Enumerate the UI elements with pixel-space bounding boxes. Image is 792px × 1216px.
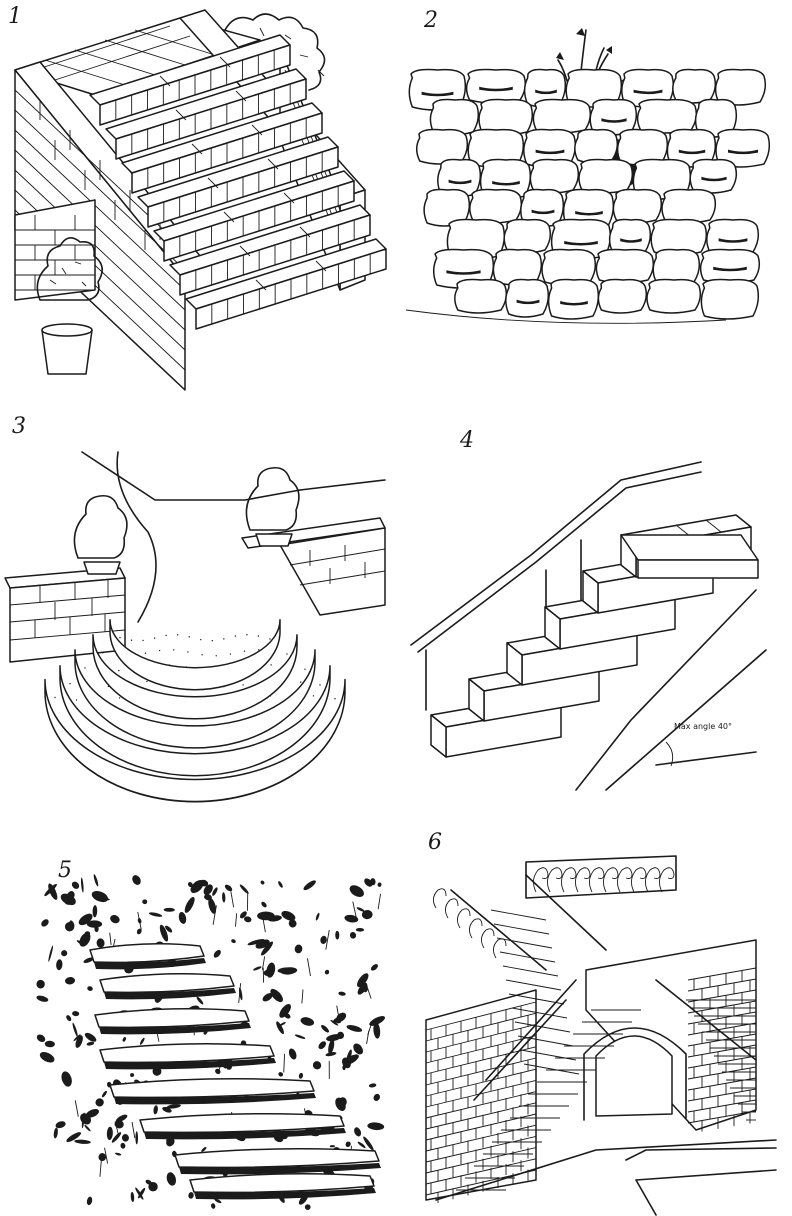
stair-nosing xyxy=(503,966,558,976)
log-steps-illustration xyxy=(36,874,385,1210)
wall-stone xyxy=(575,130,618,164)
wall-stone xyxy=(530,160,578,194)
stair-nosing xyxy=(500,952,555,962)
wall-stone xyxy=(479,100,532,136)
stair-nosing xyxy=(515,1022,570,1032)
wall-stone xyxy=(468,130,523,168)
wall-stone xyxy=(696,100,737,138)
log-step xyxy=(110,1079,314,1098)
wall-stone xyxy=(716,130,769,168)
curved-steps-illustration xyxy=(0,400,396,770)
curved-step xyxy=(75,650,315,748)
double-staircase-illustration xyxy=(396,820,792,1216)
log-step xyxy=(90,944,204,963)
wall-stone xyxy=(651,220,706,256)
railing-scroll xyxy=(589,868,604,892)
wall-stone xyxy=(653,250,699,286)
stair-nosing xyxy=(524,1064,579,1074)
railing-scroll xyxy=(659,868,674,892)
log-step xyxy=(100,974,234,993)
wall-stone xyxy=(470,190,522,224)
stair-nosing xyxy=(512,1008,567,1018)
panel-4-handrail-steps: 4 Max angle 40° xyxy=(396,400,792,800)
wall-stone xyxy=(504,220,550,254)
wall-stone xyxy=(417,130,468,165)
wall-stone xyxy=(434,250,494,289)
panel-5-label: 5 xyxy=(58,858,72,883)
wall-stone xyxy=(662,190,715,224)
wall-stone xyxy=(673,70,716,104)
railing-scroll xyxy=(561,868,576,892)
wall-stone xyxy=(667,130,715,168)
panel-2-stone-wall: 2 xyxy=(396,0,792,390)
wall-stone xyxy=(566,70,621,108)
log-step xyxy=(140,1114,344,1133)
wall-stone xyxy=(455,280,507,314)
wall-stone xyxy=(424,190,469,227)
wall-stone xyxy=(610,220,651,256)
curved-step xyxy=(45,680,345,802)
wall-stone xyxy=(638,100,697,134)
panel-4-label: 4 xyxy=(460,428,474,453)
wall-stone xyxy=(525,70,566,108)
panel-3-curved-steps: 3 xyxy=(0,400,396,770)
railing-scroll xyxy=(547,868,562,892)
stone-wall-illustration xyxy=(396,28,792,390)
panel-2-label: 2 xyxy=(424,8,438,33)
wall-stone xyxy=(430,100,478,136)
max-angle-annotation: Max angle 40° xyxy=(674,722,732,731)
wall-stone xyxy=(613,190,661,224)
railing-scroll xyxy=(603,868,618,892)
wall-stone xyxy=(701,250,760,284)
panel-5-log-steps: 5 xyxy=(0,820,396,1216)
panel-1-brick-steps: 1 xyxy=(0,0,380,390)
railing-scroll xyxy=(575,868,590,892)
stair-nosing xyxy=(518,1036,573,1046)
wall-stone xyxy=(647,280,700,314)
wall-stone xyxy=(506,280,549,318)
railing-scroll xyxy=(533,868,548,892)
wall-stone xyxy=(533,100,590,134)
wall-stone xyxy=(467,70,526,104)
wall-stone xyxy=(579,160,632,194)
curved-step xyxy=(110,620,280,690)
log-step xyxy=(190,1174,374,1193)
stair-nosing xyxy=(491,910,546,920)
panel-6-label: 6 xyxy=(428,830,442,855)
panel-1-label: 1 xyxy=(8,4,22,29)
wall-stone xyxy=(596,250,653,284)
railing-scroll xyxy=(617,868,632,892)
wall-stone xyxy=(716,70,766,106)
wall-stone xyxy=(598,280,646,314)
brick-staircase-illustration xyxy=(0,0,380,390)
log-step xyxy=(100,1044,274,1063)
curved-step xyxy=(60,666,330,776)
wall-stone xyxy=(690,160,736,194)
railing-scroll xyxy=(631,868,646,892)
stair-nosing xyxy=(494,924,549,934)
wall-stone xyxy=(707,220,759,256)
handrail-steps-illustration xyxy=(396,400,792,800)
top-landing xyxy=(621,535,758,560)
wall-stone xyxy=(542,250,595,286)
wall-stone xyxy=(549,280,599,320)
panel-3-label: 3 xyxy=(12,414,26,439)
wall-stone xyxy=(590,100,636,136)
panel-6-double-staircase: 6 xyxy=(396,820,792,1216)
curved-step xyxy=(93,635,297,719)
stair-nosing xyxy=(506,980,561,990)
log-step xyxy=(175,1149,379,1168)
wall-stone xyxy=(701,280,758,320)
wall-stone xyxy=(493,250,541,286)
stair-nosing xyxy=(497,938,552,948)
log-step xyxy=(95,1009,249,1028)
railing-scroll xyxy=(645,868,660,892)
